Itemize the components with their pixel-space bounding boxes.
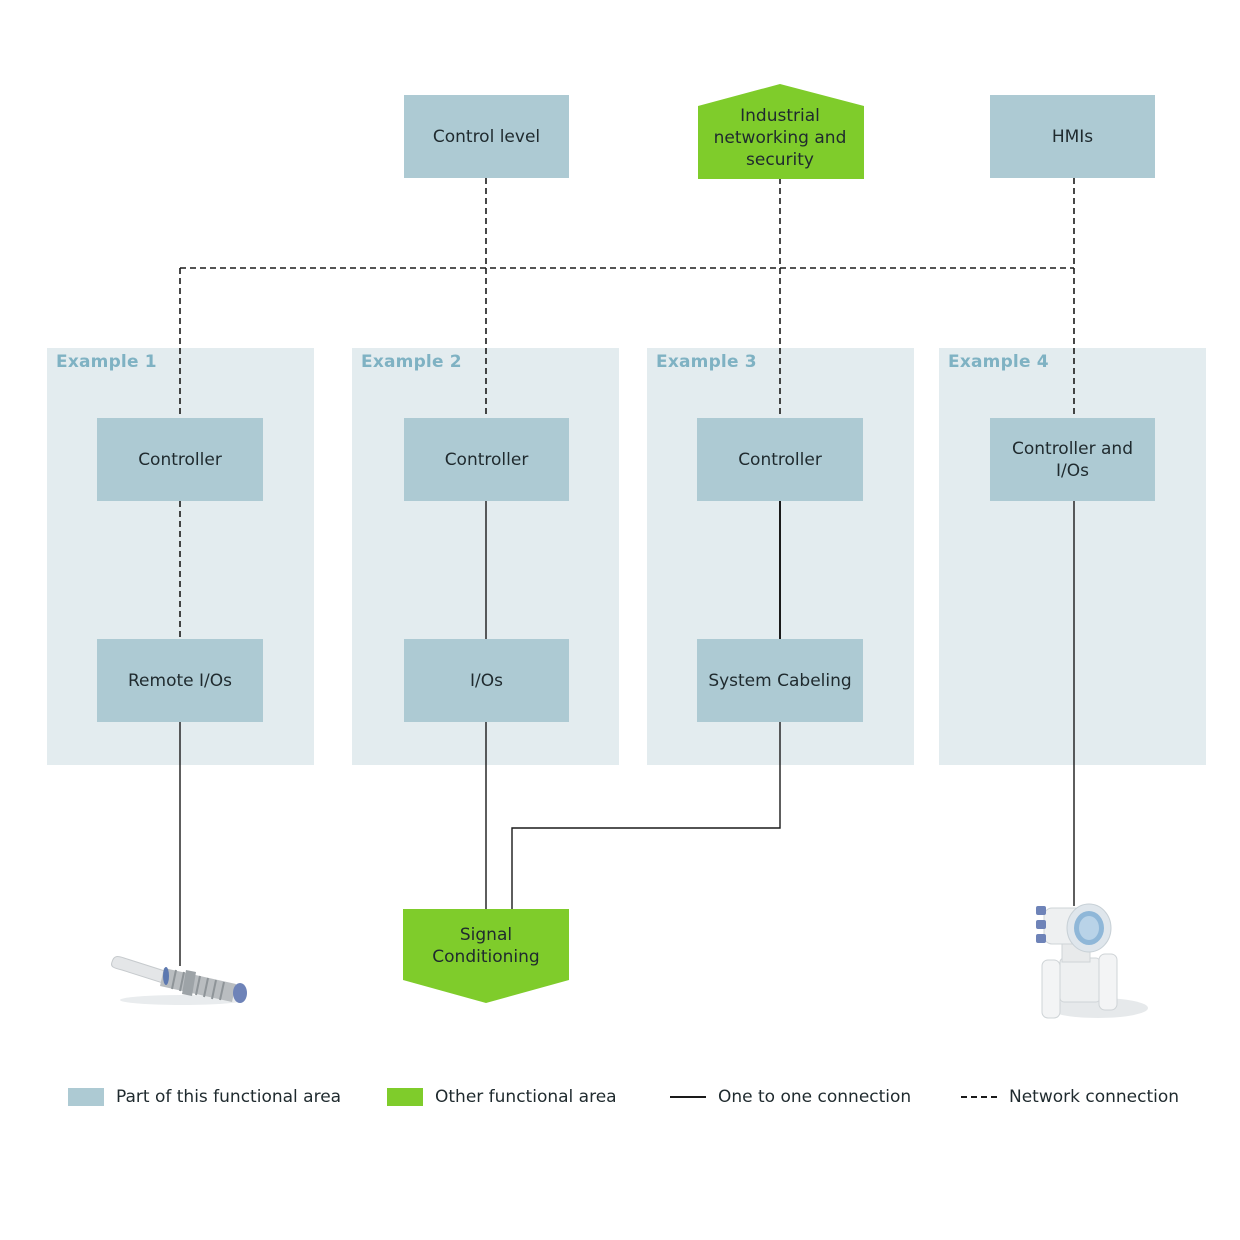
legend-one-to-one-label: One to one connection [718, 1087, 912, 1107]
legend-part-of-area: Part of this functional area [68, 1086, 341, 1108]
controller-ios-box: Controller and I/Os [990, 418, 1155, 501]
example-title-4: Example 4 [948, 352, 1049, 372]
controller-ios-label: Controller and I/Os [1011, 438, 1133, 481]
proximity-sensor-icon [111, 956, 247, 1005]
system-cabeling-label: System Cabeling [708, 670, 852, 691]
ios-label: I/Os [470, 670, 503, 691]
controller-label-1: Controller [138, 449, 222, 470]
networking-shape [698, 84, 864, 179]
example-title-3: Example 3 [656, 352, 757, 372]
signal-conditioning-label: Signal Conditioning [432, 925, 540, 967]
legend-dashed-line [961, 1096, 997, 1098]
legend-network: Network connection [961, 1086, 1179, 1108]
networking-label: Industrial networking and security [713, 106, 847, 170]
control-level-label: Control level [432, 126, 541, 147]
legend-part-label: Part of this functional area [116, 1087, 342, 1107]
example-title-2: Example 2 [361, 352, 462, 372]
hmis-box: HMIs [990, 95, 1155, 178]
system-cabeling-box: System Cabeling [697, 639, 863, 722]
example-title-1: Example 1 [56, 352, 157, 372]
legend-other-label: Other functional area [435, 1087, 617, 1107]
ios-box: I/Os [404, 639, 569, 722]
legend-one-to-one: One to one connection [670, 1086, 911, 1108]
legend-other-area: Other functional area [387, 1086, 617, 1108]
legend-network-label: Network connection [1009, 1087, 1180, 1107]
example-panel-4: Example 4 [939, 348, 1206, 765]
flowmeter-icon [1036, 903, 1148, 1019]
signal-conditioning-label-container: Signal Conditioning [413, 922, 559, 970]
controller-label-2: Controller [444, 449, 529, 470]
networking-label-container: Industrial networking and security [704, 104, 856, 172]
controller-box-2: Controller [404, 418, 569, 501]
control-level-box: Control level [404, 95, 569, 178]
legend-swatch-green [387, 1088, 423, 1106]
remote-ios-box: Remote I/Os [97, 639, 263, 722]
signal-conditioning-shape [403, 909, 569, 1003]
controller-box-1: Controller [97, 418, 263, 501]
controller-label-3: Controller [738, 449, 822, 470]
legend-swatch-blue [68, 1088, 104, 1106]
remote-ios-label: Remote I/Os [128, 670, 232, 691]
hmis-label: HMIs [1051, 126, 1094, 147]
controller-box-3: Controller [697, 418, 863, 501]
link-cabeling-signal [511, 722, 781, 910]
legend-solid-line [670, 1096, 706, 1098]
